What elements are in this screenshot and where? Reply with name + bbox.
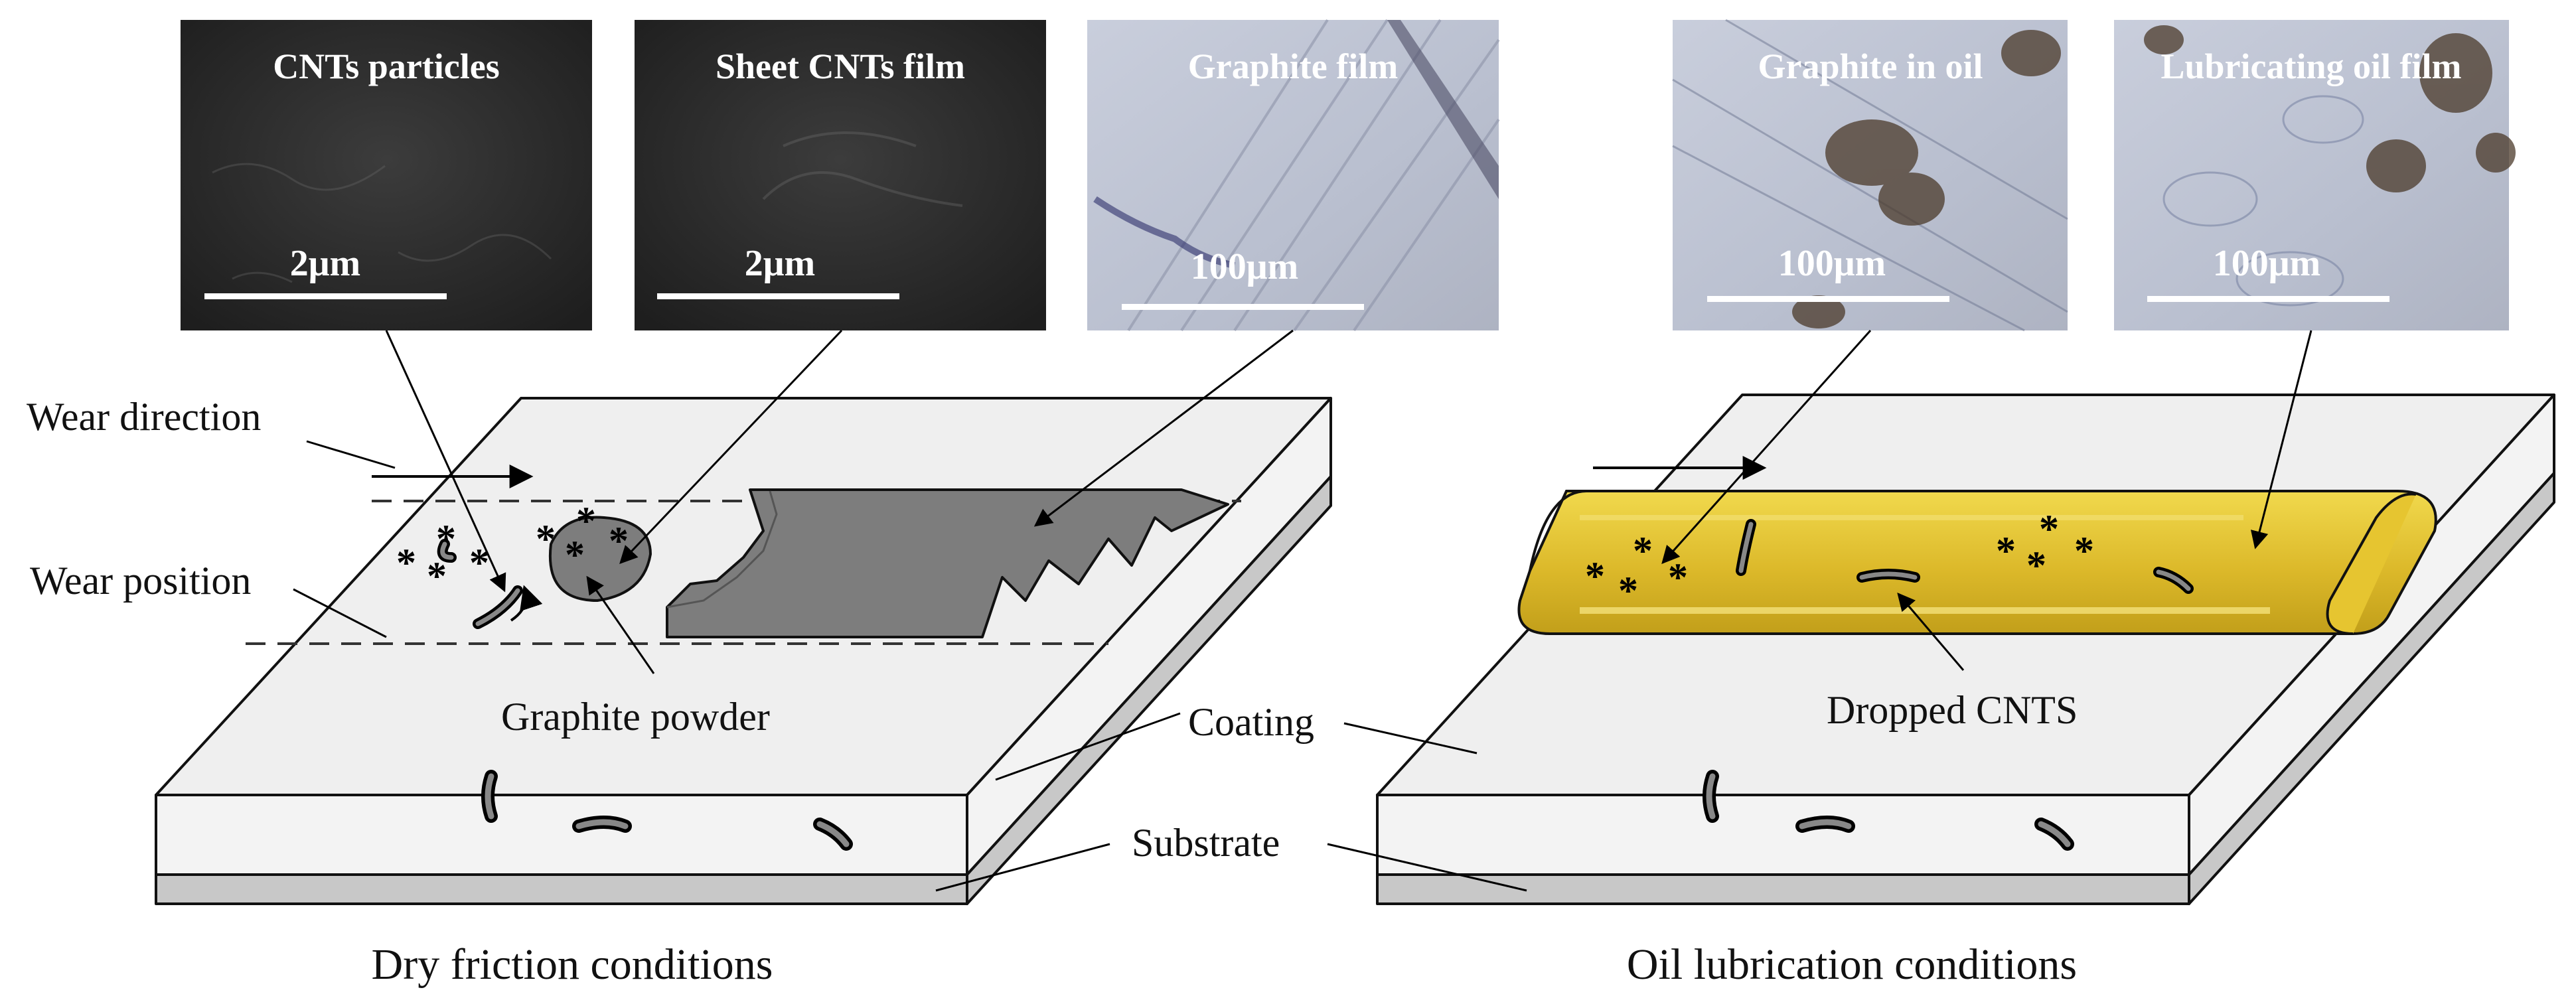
scale-label: 100μm xyxy=(2213,243,2320,284)
svg-text:*: * xyxy=(536,517,556,561)
scale-bar xyxy=(1707,296,1949,302)
scale-label: 2μm xyxy=(290,243,360,284)
micrograph-title: Sheet CNTs film xyxy=(716,46,965,86)
svg-text:*: * xyxy=(1585,554,1605,598)
micrograph-title: Graphite film xyxy=(1188,46,1398,86)
scale-bar xyxy=(1122,304,1364,310)
svg-text:*: * xyxy=(396,541,416,585)
micrograph-graphite-film: Graphite film 100μm xyxy=(1087,19,1500,332)
svg-text:*: * xyxy=(576,499,596,543)
micrograph-lubricating-oil-film: Lubricating oil film 100μm xyxy=(2114,20,2516,330)
svg-text:*: * xyxy=(2039,507,2059,551)
scale-label: 100μm xyxy=(1778,243,1886,284)
substrate-front-face xyxy=(1376,873,2190,905)
svg-text:*: * xyxy=(469,541,489,585)
label-substrate: Substrate xyxy=(1132,821,1280,865)
svg-text:*: * xyxy=(565,533,585,577)
caption-oil-lubrication: Oil lubrication conditions xyxy=(1627,940,2077,989)
label-wear-direction: Wear direction xyxy=(27,395,261,439)
svg-text:*: * xyxy=(427,554,447,598)
cnt-particles: * * * * * * * * xyxy=(396,499,629,598)
micrograph-sheet-cnts-film: Sheet CNTs film 2μm xyxy=(635,20,1046,330)
svg-text:*: * xyxy=(2074,529,2094,573)
substrate-front-face xyxy=(155,873,968,905)
svg-text:*: * xyxy=(1996,529,2016,573)
micrograph-title: CNTs particles xyxy=(273,46,500,86)
svg-text:*: * xyxy=(2026,543,2046,587)
graphite-powder xyxy=(548,516,652,603)
micrograph-title: Graphite in oil xyxy=(1758,46,1983,86)
substrate-side-face xyxy=(966,475,1332,905)
label-graphite-powder: Graphite powder xyxy=(501,695,770,739)
svg-text:*: * xyxy=(1668,555,1688,599)
oil-lubrication-block xyxy=(1376,394,2555,905)
caption-dry-friction: Dry friction conditions xyxy=(372,940,773,989)
svg-text:*: * xyxy=(1633,529,1653,573)
label-coating: Coating xyxy=(1188,700,1314,744)
leader-lines-right xyxy=(1327,330,2312,892)
micrograph-title: Lubricating oil film xyxy=(2160,46,2461,86)
cnt-particles-in-oil: * * * * * * * * xyxy=(1585,507,2094,612)
label-dropped-cnts: Dropped CNTS xyxy=(1827,688,2078,732)
micrograph-graphite-in-oil: Graphite in oil 100μm xyxy=(1672,19,2068,332)
scale-label: 100μm xyxy=(1191,246,1298,287)
scale-bar xyxy=(2147,296,2389,302)
substrate-side-face xyxy=(2188,472,2555,905)
micrograph-cnts-particles: CNTs particles 2μm xyxy=(181,20,592,330)
scale-label: 2μm xyxy=(745,243,815,284)
scale-bar xyxy=(657,293,899,299)
scale-bar xyxy=(204,293,447,299)
svg-text:*: * xyxy=(1618,569,1638,612)
label-wear-position: Wear position xyxy=(30,559,251,603)
graphite-film xyxy=(666,488,1229,638)
leader-lines-left xyxy=(293,329,1294,892)
lubricating-oil-film xyxy=(1517,490,2437,635)
wear-track xyxy=(246,500,1241,645)
